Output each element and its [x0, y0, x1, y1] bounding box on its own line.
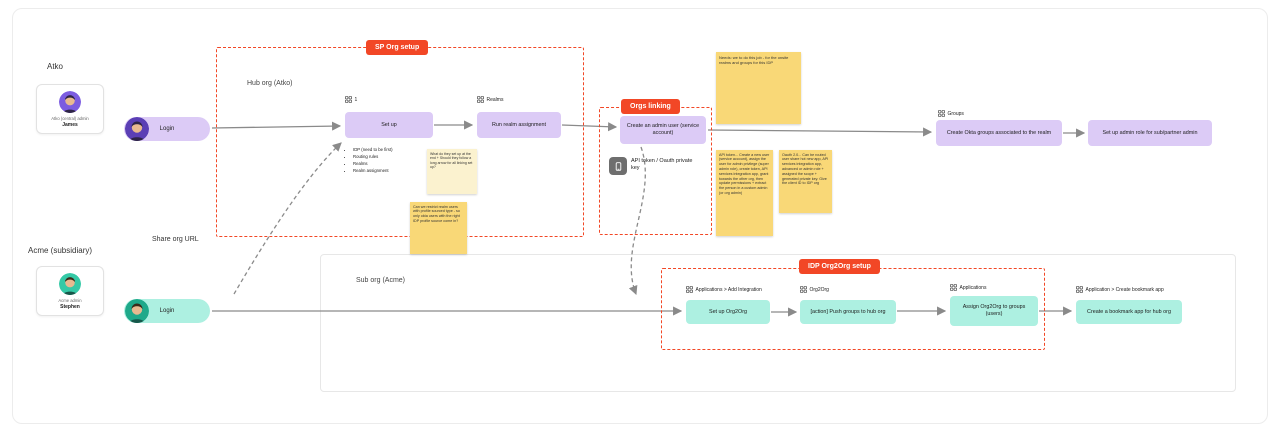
setup-checklist[interactable]: IDP (need to be first) Routing rules Rea… [347, 147, 427, 175]
idp-org2org-setup-tag[interactable]: IDP Org2Org setup [799, 259, 880, 274]
push-groups-node[interactable]: [action] Push groups to hub org [800, 300, 896, 324]
push-groups-node-header[interactable]: Org2Org [800, 286, 829, 293]
orgs-linking-tag[interactable]: Orgs linking [621, 99, 680, 114]
node-label: [action] Push groups to hub org [810, 308, 886, 315]
groups-node-header[interactable]: Groups [938, 110, 964, 117]
login-node-hub[interactable]: Login [124, 117, 210, 141]
list-item: Realms [353, 161, 427, 168]
node-label: Set up admin role for sub/partner admin [1102, 129, 1198, 136]
node-header-label: Application > Create bookmark app [1085, 286, 1164, 293]
node-header-label: Applications [959, 284, 987, 291]
share-org-url-label[interactable]: Share org URL [152, 236, 199, 243]
grid-icon [345, 96, 352, 103]
grid-icon [938, 110, 945, 117]
login-node-sub[interactable]: Login [124, 299, 210, 323]
atko-admin-name: James [62, 122, 78, 128]
sp-org-setup-tag[interactable]: SP Org setup [366, 40, 429, 55]
node-header-label: Applications > Add Integration [695, 286, 762, 293]
acme-org-label[interactable]: Acme (subsidiary) [28, 246, 93, 255]
set-up-org2org-node[interactable]: Set up Org2Org [686, 300, 770, 324]
api-token-icon[interactable] [609, 157, 627, 175]
hub-org-frame-label[interactable]: Hub org (Atko) [247, 80, 293, 87]
list-item: IDP (need to be first) [353, 147, 427, 154]
oauth-steps-sticky[interactable]: Oauth 2.0... Can be routed user share ho… [779, 150, 832, 213]
atko-org-label[interactable]: Atko [47, 62, 64, 71]
sp-org-setup-box[interactable] [216, 47, 584, 237]
api-token-label[interactable]: API token / Oauth private key [631, 158, 693, 172]
grid-icon [1076, 286, 1083, 293]
api-token-steps-sticky[interactable]: API token... Create a new user (service … [716, 150, 773, 236]
realm-question-sticky[interactable]: Can we restrict realm users with profile… [410, 202, 467, 254]
set-up-admin-role-node[interactable]: Set up admin role for sub/partner admin [1088, 120, 1212, 146]
set-up-node[interactable]: Set up [345, 112, 433, 138]
create-okta-groups-node[interactable]: Create Okta groups associated to the rea… [936, 120, 1062, 146]
node-label: Set up Org2Org [708, 308, 748, 315]
org2org-node-header[interactable]: Applications > Add Integration [686, 286, 762, 293]
list-item: Realm assignment [353, 168, 427, 175]
grid-icon [686, 286, 693, 293]
node-label: Create a bookmark app for hub org [1087, 308, 1171, 315]
acme-admin-role: Acme admin [58, 298, 82, 303]
acme-admin-name: Stephen [60, 304, 80, 310]
stephen-avatar [59, 273, 81, 295]
login-label: Login [159, 126, 175, 132]
node-header-label: 1 [354, 96, 358, 103]
assign-groups-node-header[interactable]: Applications [950, 284, 986, 291]
list-item: Routing rules [353, 154, 427, 161]
login-label: Login [159, 308, 175, 314]
node-label: Create an admin user (service account) [626, 123, 700, 136]
create-admin-user-node[interactable]: Create an admin user (service account) [620, 116, 706, 144]
acme-admin-card[interactable]: Acme admin Stephen [36, 266, 104, 316]
grid-icon [800, 286, 807, 293]
grid-icon [950, 284, 957, 291]
grid-icon [477, 96, 484, 103]
assign-org2org-node[interactable]: Assign Org2Org to groups (users) [950, 296, 1038, 326]
atko-admin-card[interactable]: Atko (central) admin James [36, 84, 104, 134]
node-label: Assign Org2Org to groups (users) [962, 304, 1026, 317]
node-label: Create Okta groups associated to the rea… [946, 129, 1052, 136]
stephen-login-avatar [125, 299, 149, 323]
atko-admin-role: Atko (central) admin [51, 116, 89, 121]
james-avatar [59, 91, 81, 113]
needs-sticky[interactable]: Needs: we to do this job - for the onsit… [716, 52, 801, 124]
create-bookmark-node[interactable]: Create a bookmark app for hub org [1076, 300, 1182, 324]
node-label: Run realm assignment [492, 121, 546, 128]
setup-node-header[interactable]: 1 [345, 96, 357, 103]
node-header-label: Org2Org [809, 286, 829, 293]
sub-org-frame-label[interactable]: Sub org (Acme) [356, 277, 406, 284]
realms-node-header[interactable]: Realms [477, 96, 503, 103]
setup-question-sticky[interactable]: What do they set up at the end + Should … [427, 149, 477, 194]
node-label: Set up [381, 121, 397, 128]
node-header-label: Groups [947, 110, 964, 117]
node-header-label: Realms [486, 96, 504, 103]
run-realm-assignment-node[interactable]: Run realm assignment [477, 112, 561, 138]
bookmark-node-header[interactable]: Application > Create bookmark app [1076, 286, 1164, 293]
james-login-avatar [125, 117, 149, 141]
